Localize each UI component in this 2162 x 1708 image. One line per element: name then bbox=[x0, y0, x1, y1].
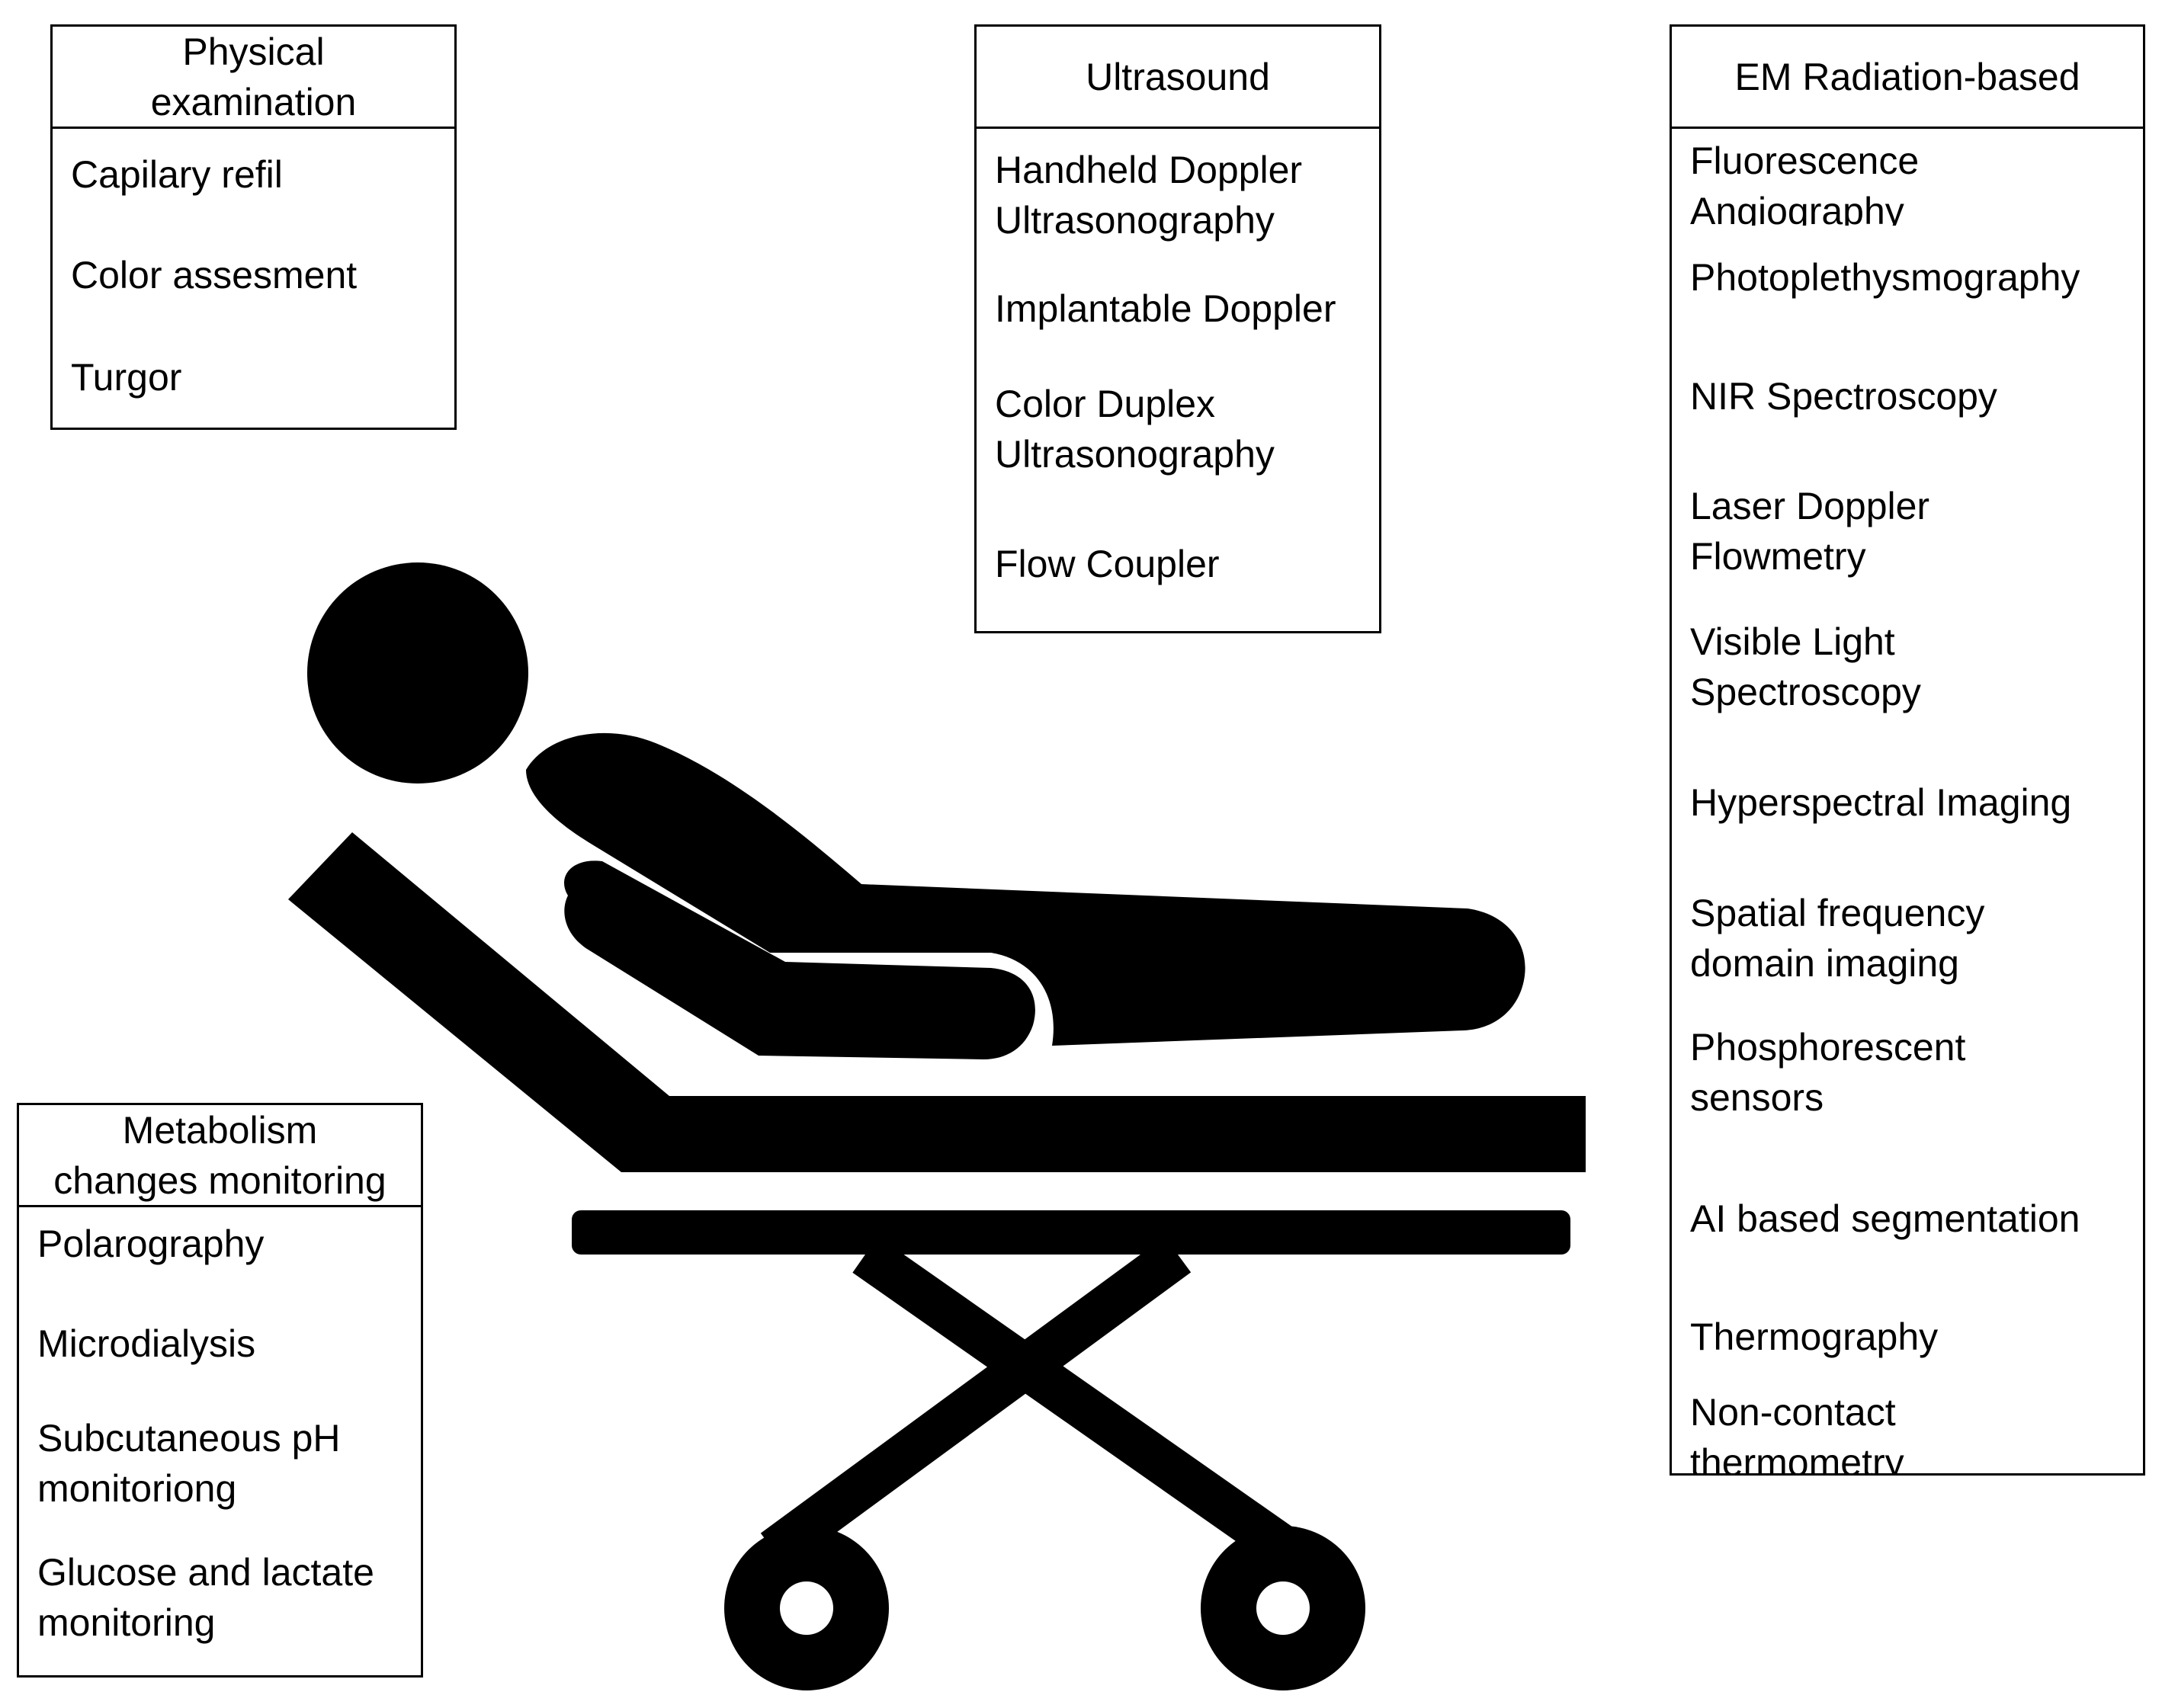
list-item: Hyperspectral Imaging bbox=[1690, 781, 2072, 824]
em-radiation-panel: EM Radiation-based Fluorescence Angiogra… bbox=[1670, 24, 2145, 1476]
stretcher-rail bbox=[572, 1210, 1570, 1255]
list-item: Glucose and lactate monitoring bbox=[37, 1551, 374, 1644]
patient-body bbox=[526, 732, 1525, 1046]
list-item: Color assesment bbox=[71, 254, 358, 296]
list-item: Polarography bbox=[37, 1223, 265, 1265]
list-item: Implantable Doppler bbox=[995, 287, 1336, 330]
panel-title: Ultrasound bbox=[977, 27, 1379, 129]
list-item: Visible Light Spectroscopy bbox=[1690, 620, 1921, 713]
list-item: Handheld Doppler Ultrasonography bbox=[995, 149, 1303, 242]
list-item: Flow Coupler bbox=[995, 543, 1220, 585]
list-item: Microdialysis bbox=[37, 1322, 256, 1365]
ultrasound-panel: Ultrasound Handheld Doppler Ultrasonogra… bbox=[974, 24, 1381, 633]
list-item: Non-contact thermometry bbox=[1690, 1391, 1904, 1474]
list-item: Photoplethysmography bbox=[1690, 256, 2080, 299]
metabolism-monitoring-panel: Metabolism changes monitoring Polarograp… bbox=[17, 1103, 423, 1678]
list-item: Phosphorescent sensors bbox=[1690, 1026, 1966, 1119]
list-item: NIR Spectroscopy bbox=[1690, 375, 1997, 418]
patient-head bbox=[307, 562, 528, 784]
list-item: Capilary refil bbox=[71, 153, 283, 196]
panel-title: Metabolism changes monitoring bbox=[19, 1105, 421, 1207]
list-item: Laser Doppler Flowmetry bbox=[1690, 485, 1930, 578]
list-item: Thermography bbox=[1690, 1315, 1939, 1358]
list-item: Color Duplex Ultrasonography bbox=[995, 383, 1275, 476]
stretcher-leg-right bbox=[852, 1236, 1301, 1569]
panel-title: Physical examination bbox=[53, 27, 454, 129]
list-item: Subcutaneous pH monitoriong bbox=[37, 1417, 341, 1510]
stretcher-leg-left bbox=[760, 1236, 1192, 1569]
physical-examination-panel: Physical examination Capilary refil Colo… bbox=[50, 24, 457, 430]
list-item: Fluorescence Angiography bbox=[1690, 139, 1920, 226]
list-item: Turgor bbox=[71, 356, 182, 399]
patient-arm bbox=[564, 860, 1035, 1059]
stretcher-mattress bbox=[288, 832, 1586, 1172]
panel-title: EM Radiation-based bbox=[1672, 27, 2143, 129]
list-item: Spatial frequency domain imaging bbox=[1690, 892, 1985, 985]
list-item: AI based segmentation bbox=[1690, 1197, 2080, 1240]
